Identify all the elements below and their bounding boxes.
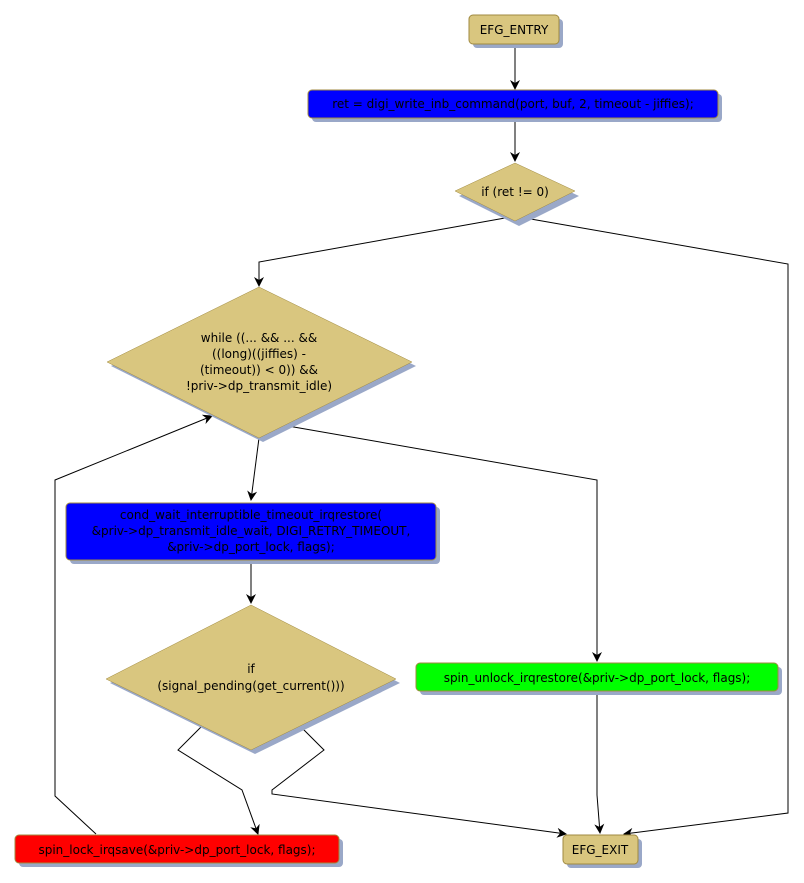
node-write-cmd[interactable]: ret = digi_write_inb_command(port, buf, … xyxy=(307,89,722,122)
node-while-loop-line-4: !priv->dp_transmit_idle) xyxy=(186,379,332,393)
edge-if-ret-to-while-loop xyxy=(254,217,506,287)
node-if-signal-line-1: if xyxy=(247,662,255,676)
edge-if-signal-to-exit xyxy=(271,725,567,838)
node-cond-wait-line-1: cond_wait_interruptible_timeout_irqresto… xyxy=(120,508,382,522)
edge-spin-unlock-to-exit xyxy=(594,693,605,834)
edge-if-signal-to-spin-lock xyxy=(177,725,260,835)
node-while-loop[interactable]: while ((... && ... && ((long)((jiffies) … xyxy=(106,286,416,442)
node-entry-label: EFG_ENTRY xyxy=(480,23,549,37)
node-while-loop-line-1: while ((... && ... && xyxy=(201,331,317,345)
node-entry[interactable]: EFG_ENTRY xyxy=(468,14,563,48)
node-exit-label: EFG_EXIT xyxy=(572,843,629,857)
edges xyxy=(54,45,789,838)
node-cond-wait[interactable]: cond_wait_interruptible_timeout_irqresto… xyxy=(65,502,440,564)
node-if-ret[interactable]: if (ret != 0) xyxy=(454,162,579,226)
edge-if-ret-to-exit xyxy=(524,217,789,838)
node-if-signal-line-2: (signal_pending(get_current())) xyxy=(157,679,344,693)
node-cond-wait-line-3: &priv->dp_port_lock, flags); xyxy=(167,540,335,554)
edge-spin-lock-to-while-loop xyxy=(54,414,213,835)
node-while-loop-line-2: ((long)((jiffies) - xyxy=(212,347,306,361)
node-spin-lock[interactable]: spin_lock_irqsave(&priv->dp_port_lock, f… xyxy=(14,834,343,867)
edge-while-loop-to-spin-unlock xyxy=(287,425,602,662)
node-write-cmd-label: ret = digi_write_inb_command(port, buf, … xyxy=(332,97,694,111)
node-if-signal[interactable]: if (signal_pending(get_current())) xyxy=(105,604,400,754)
node-spin-unlock-label: spin_unlock_irqrestore(&priv->dp_port_lo… xyxy=(444,671,751,685)
node-exit[interactable]: EFG_EXIT xyxy=(562,834,642,868)
node-cond-wait-line-2: &priv->dp_transmit_idle_wait, DIGI_RETRY… xyxy=(92,524,411,538)
edge-while-loop-to-cond-wait xyxy=(247,437,260,501)
node-spin-lock-label: spin_lock_irqsave(&priv->dp_port_lock, f… xyxy=(38,843,315,857)
node-spin-unlock[interactable]: spin_unlock_irqrestore(&priv->dp_port_lo… xyxy=(415,662,782,695)
node-while-loop-line-3: (timeout)) < 0)) && xyxy=(200,363,318,377)
node-if-ret-label: if (ret != 0) xyxy=(481,185,549,199)
